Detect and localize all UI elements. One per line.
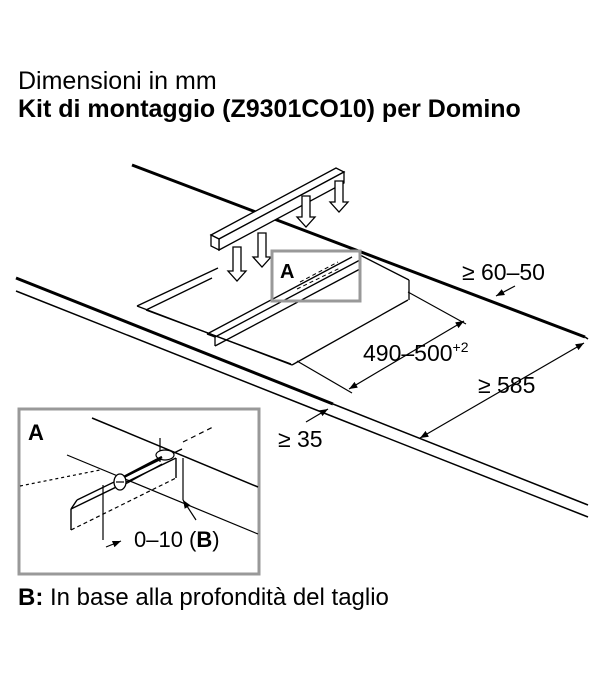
label-cutout-width-value: 490–500 bbox=[363, 340, 453, 366]
label-cutout-width: 490–500+2 bbox=[363, 339, 469, 366]
detail-marker-frame bbox=[270, 249, 362, 303]
floating-rail bbox=[209, 167, 346, 252]
dim-cutout-width bbox=[296, 291, 467, 394]
dim-worktop-depth bbox=[419, 342, 585, 439]
footnote: B: In base alla profondità del taglio bbox=[18, 583, 389, 613]
diagram-subtitle: Dimensioni in mm bbox=[18, 67, 217, 95]
detail-inset: A 0–10 (B) bbox=[17, 407, 261, 576]
dim-rear-distance bbox=[495, 285, 516, 297]
detail-marker-label: A bbox=[280, 261, 294, 283]
diagram-title: Kit di montaggio (Z9301CO10) per Domino bbox=[18, 95, 521, 123]
label-detail-offset-value: 0–10 ( bbox=[134, 527, 197, 552]
footnote-text: In base alla profondità del taglio bbox=[50, 584, 389, 611]
label-detail-offset-close: ) bbox=[212, 527, 219, 552]
label-detail-offset-ref: B bbox=[196, 527, 212, 552]
label-front-distance: ≥ 35 bbox=[278, 426, 323, 452]
insert-arrows bbox=[226, 180, 350, 282]
dim-front-distance bbox=[305, 408, 329, 423]
detail-inset-label: A bbox=[28, 420, 44, 445]
label-detail-offset: 0–10 (B) bbox=[134, 527, 220, 552]
footnote-key: B: bbox=[18, 584, 44, 611]
worktop-cutout bbox=[136, 254, 410, 366]
label-cutout-width-tolerance: +2 bbox=[453, 339, 469, 355]
label-rear-distance: ≥ 60–50 bbox=[462, 259, 545, 285]
label-worktop-depth: ≥ 585 bbox=[478, 372, 535, 398]
